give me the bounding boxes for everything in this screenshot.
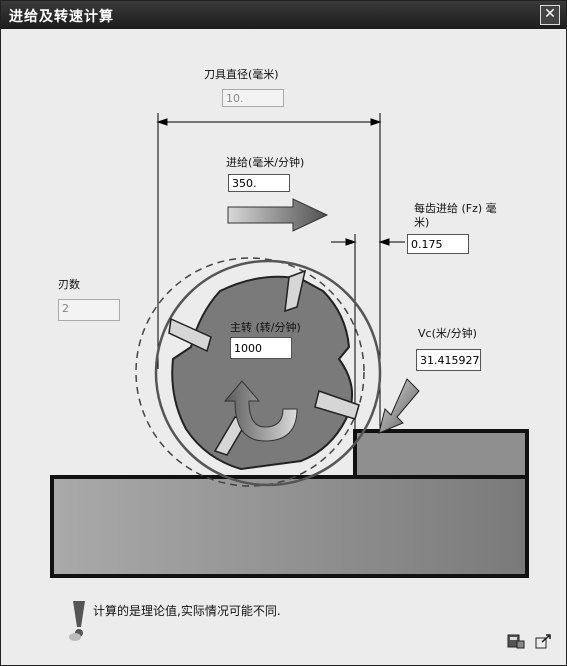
spindle-speed-label: 主转 (转/分钟) <box>230 321 301 334</box>
dialog-body: 刀具直径(毫米) 10. 进给(毫米/分钟) 350. 每齿进给 (Fz) 毫 … <box>1 29 566 665</box>
feed-per-tooth-field[interactable]: 0.175 <box>407 234 469 254</box>
flutes-label: 刃数 <box>58 278 80 291</box>
export-icon[interactable] <box>535 633 553 649</box>
spindle-speed-field[interactable]: 1000 <box>230 337 292 359</box>
cutter-body <box>171 275 354 471</box>
cutter-outline <box>154 259 382 487</box>
milling-diagram <box>50 113 529 578</box>
flutes-field[interactable]: 2 <box>58 299 120 321</box>
feed-direction-arrow <box>227 198 329 232</box>
notice-text: 计算的是理论值,实际情况可能不同. <box>93 604 281 618</box>
cutter-diameter-label: 刀具直径(毫米) <box>204 68 279 81</box>
feed-per-tooth-dimension <box>331 234 405 459</box>
workpiece-block <box>50 475 529 578</box>
window-title: 进给及转速计算 <box>9 9 114 25</box>
feed-per-tooth-label: 每齿进给 (Fz) 毫 <box>414 202 497 215</box>
feed-rate-label: 进给(毫米/分钟) <box>226 156 305 169</box>
cutter-inserts <box>168 269 360 456</box>
title-bar: 进给及转速计算 ✕ <box>1 1 566 29</box>
surface-speed-field[interactable]: 31.415927 <box>416 349 481 371</box>
workpiece-step <box>353 429 529 479</box>
feed-per-tooth-label-cont: 米) <box>414 216 430 229</box>
warning-icon <box>69 601 85 641</box>
previous-cutter-circle <box>135 257 365 487</box>
cutting-speed-arrow <box>378 378 420 434</box>
surface-speed-label: Vc(米/分钟) <box>418 327 477 340</box>
calculator-icon[interactable] <box>507 633 525 649</box>
cutter-diameter-field[interactable]: 10. <box>222 89 284 107</box>
rotation-arrow <box>223 380 298 442</box>
feed-rate-field[interactable]: 350. <box>228 174 290 192</box>
close-button[interactable]: ✕ <box>540 5 560 25</box>
